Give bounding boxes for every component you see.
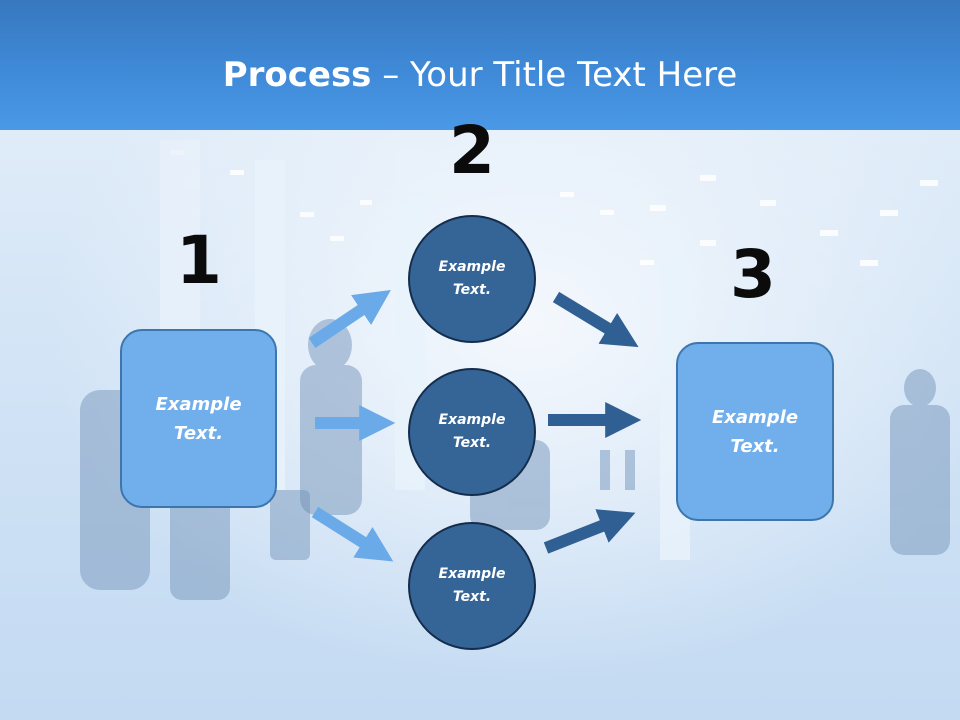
arrow-from-circle-3: [543, 509, 636, 554]
arrow-from-circle-1: [552, 291, 639, 348]
step-1-box: Example Text.: [120, 329, 277, 508]
step-2-circle-top: Example Text.: [408, 215, 536, 343]
step-3-box: Example Text.: [676, 342, 834, 521]
step-number-1: 1: [176, 222, 222, 299]
circle-middle-text: Example Text.: [438, 412, 506, 451]
arrow-to-circle-3: [311, 506, 394, 562]
title-bar: Process – Your Title Text Here: [0, 0, 960, 130]
step-3-text: Example Text.: [711, 406, 799, 457]
arrow-to-circle-1: [308, 289, 391, 348]
step-1-text: Example Text.: [155, 393, 242, 444]
step-2-circle-bottom: Example Text.: [408, 522, 536, 650]
step-number-3: 3: [730, 236, 776, 313]
title-rest: – Your Title Text Here: [371, 55, 738, 95]
step-2-circle-middle: Example Text.: [408, 368, 536, 496]
title-bold: Process: [222, 55, 372, 95]
circle-top-text: Example Text.: [438, 259, 506, 298]
circle-bottom-text: Example Text.: [438, 566, 506, 605]
step-number-2: 2: [449, 112, 495, 189]
slide-title: Process – Your Title Text Here: [0, 52, 960, 98]
